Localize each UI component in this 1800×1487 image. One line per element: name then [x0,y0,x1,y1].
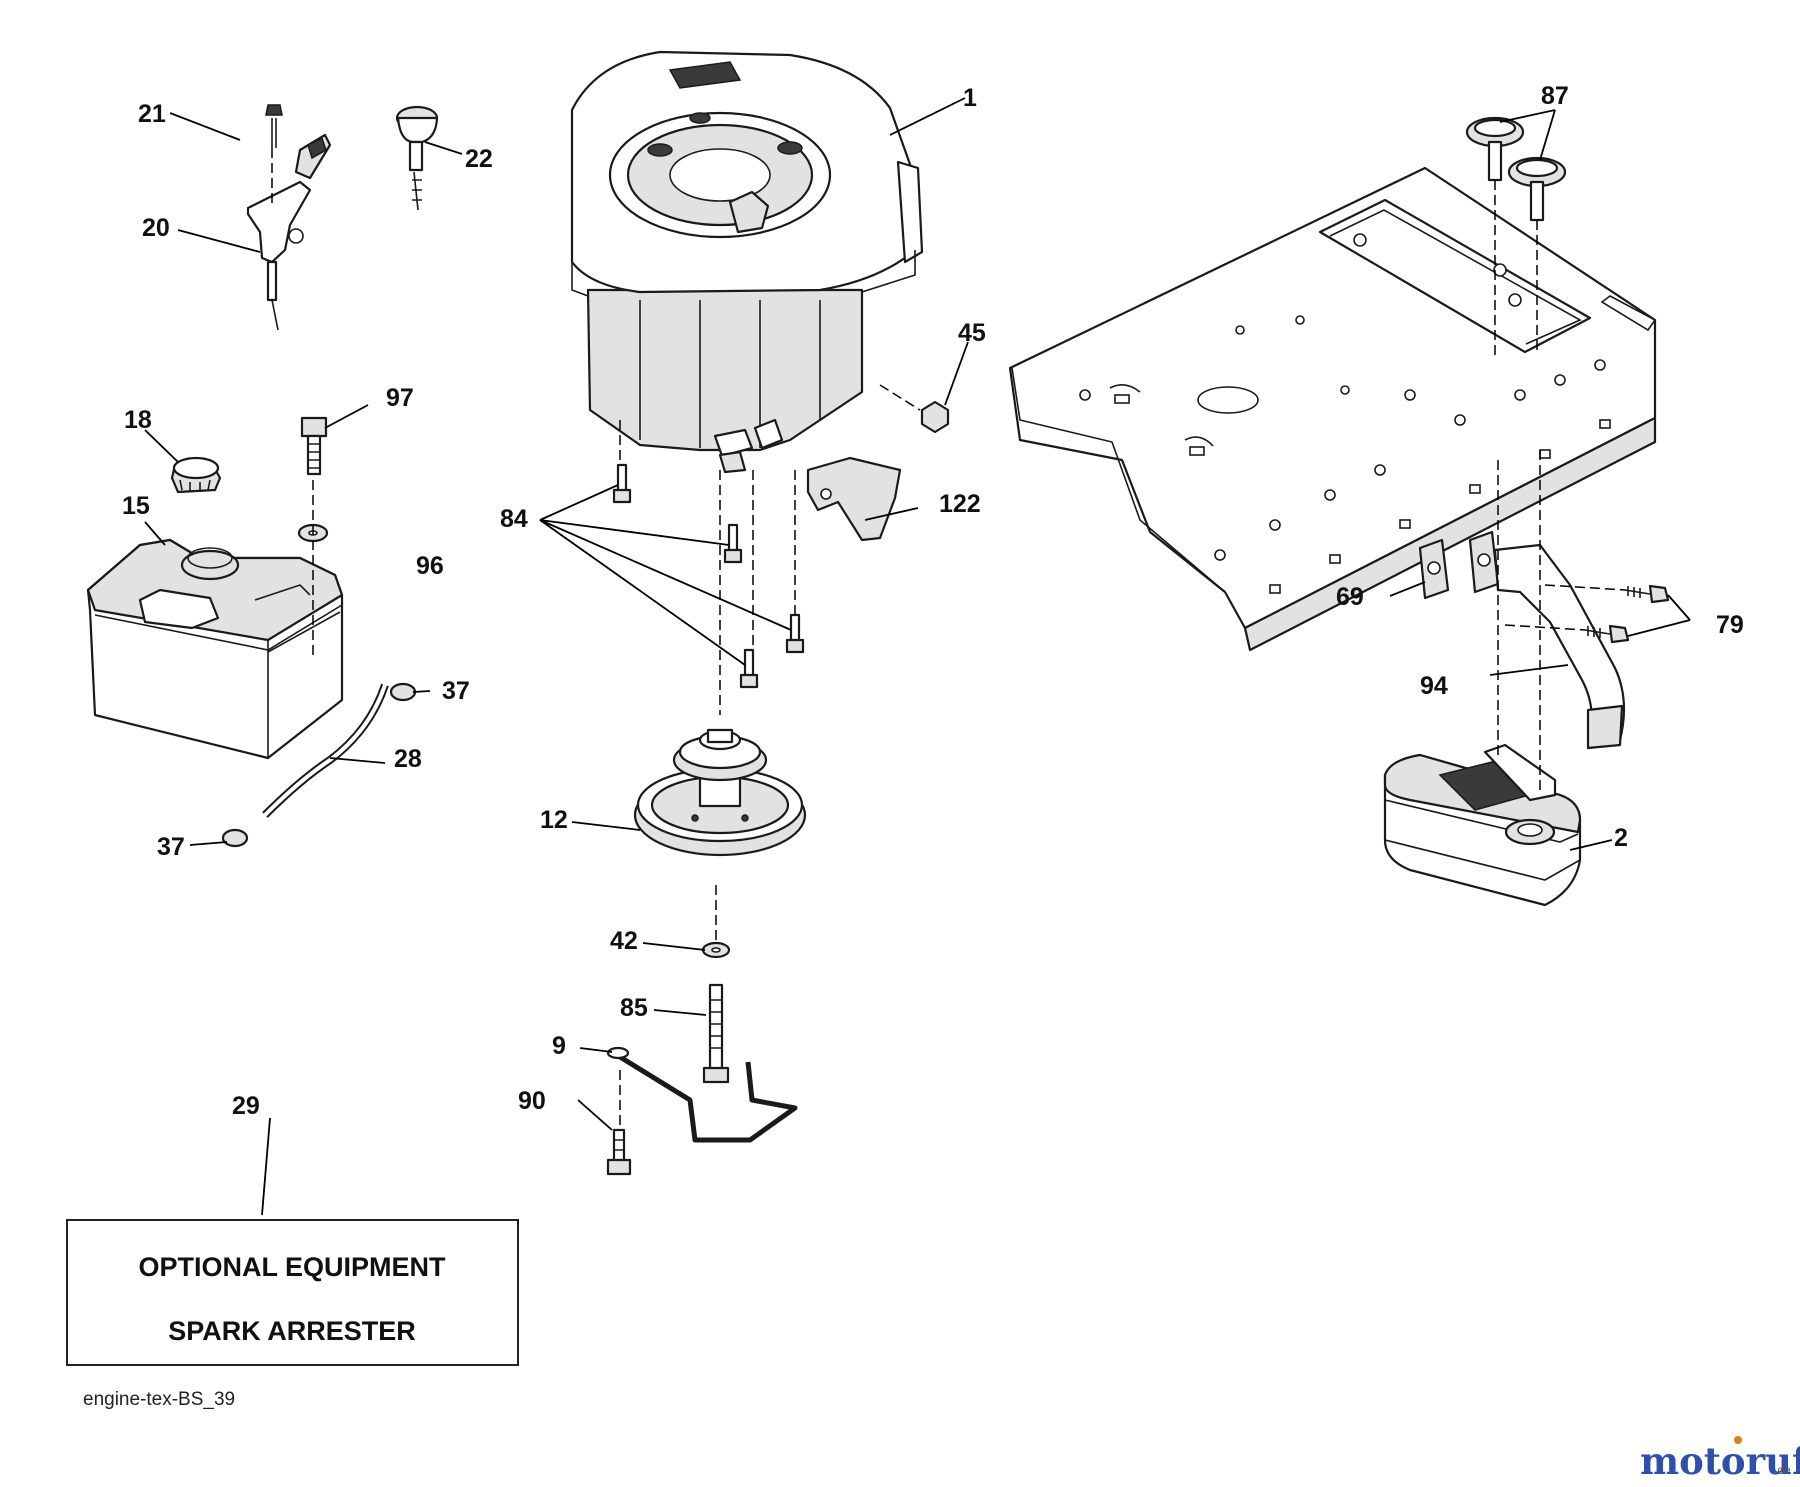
logo-brand: motoruf [1640,1439,1800,1483]
alignment-lines [271,148,1626,1128]
logo-accent-dot-icon [1734,1436,1742,1444]
bolt-84a [612,463,632,504]
motoruf-logo: motoruf .de [1640,1436,1800,1483]
bolt-84c [785,613,805,654]
hose-clamp-icon [221,828,249,848]
callout-37: 37 [157,833,185,861]
callout-12: 12 [540,806,568,834]
callout-28: 28 [394,745,422,773]
pulley [633,728,807,857]
engine-bracket-122 [806,456,902,542]
bolt-90 [606,1128,632,1176]
gasket-hole [1477,553,1491,567]
bolt-85 [702,983,730,1084]
callout-45: 45 [958,319,986,347]
gasket-hole [1427,561,1441,575]
chassis-frame [1008,166,1657,652]
bolt-84b [723,523,743,564]
callout-42: 42 [610,927,638,955]
callout-85: 85 [620,994,648,1022]
fuel-line-inner [263,684,387,817]
bolt-84d [739,648,759,689]
logo-tld: .de [1774,1463,1791,1477]
callout-94: 94 [1420,672,1448,700]
callout-21: 21 [138,100,166,128]
knob-87b [1507,156,1567,222]
bolt-97 [300,416,328,476]
engine [570,50,924,474]
drawing-code: engine-tex-BS_39 [83,1389,235,1410]
muffler [1383,743,1582,907]
washer-42-hole [711,947,721,953]
callout-96: 96 [416,552,444,580]
hose-clamp-icon [389,682,417,702]
bracket-hole-icon [820,488,832,500]
callout-122: 122 [939,490,981,518]
fuel-tank [86,538,344,760]
callout-20: 20 [142,214,170,242]
callout-15: 15 [122,492,150,520]
leader-lines [144,97,1691,1216]
choke-knob [395,105,439,211]
belt-guide-eye [606,1046,630,1060]
callout-9: 9 [552,1032,566,1060]
callout-97: 97 [386,384,414,412]
fuel-cap [170,456,222,494]
bolt-79b [1584,624,1630,644]
callout-labels: 1 2 9 12 15 18 20 21 22 28 29 37 37 42 4… [122,82,1744,1120]
nut-45 [920,400,950,434]
spark-arrester-label: SPARK ARRESTER [168,1316,416,1346]
callout-84: 84 [500,505,528,533]
callout-1: 1 [963,84,977,112]
optional-equipment-label: OPTIONAL EQUIPMENT [138,1252,446,1282]
callout-87: 87 [1541,82,1569,110]
callout-22: 22 [465,145,493,173]
callout-2: 2 [1614,824,1628,852]
throttle-control [246,104,332,331]
optional-equipment-box: OPTIONAL EQUIPMENT SPARK ARRESTER [66,1219,519,1366]
belt-guide [610,1049,798,1143]
bolt-79a [1624,584,1670,604]
callout-90: 90 [518,1087,546,1115]
callout-18: 18 [124,406,152,434]
callout-29: 29 [232,1092,260,1120]
exhaust-pipe-outlet [1586,704,1624,750]
callout-69: 69 [1336,583,1364,611]
callout-37: 37 [442,677,470,705]
callout-79: 79 [1716,611,1744,639]
